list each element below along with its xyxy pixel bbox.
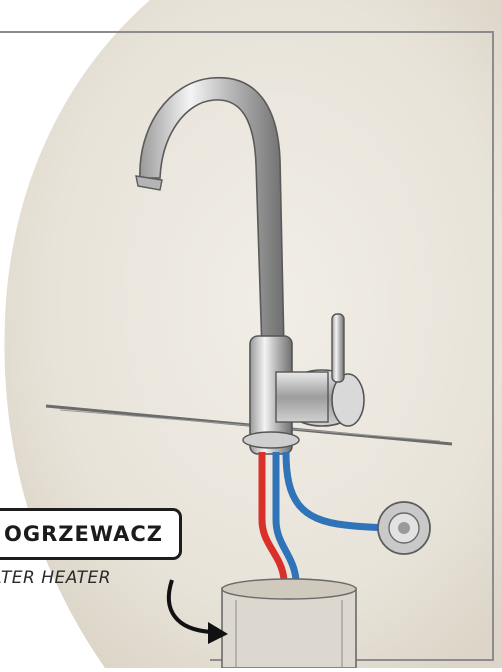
- water-heater-illustration: [222, 579, 356, 668]
- heater-label-english: ATER HEATER: [0, 568, 111, 588]
- valve-knob-icon: [378, 502, 430, 554]
- heater-label: OGRZEWACZ: [4, 522, 163, 546]
- heater-label-box: OGRZEWACZ: [0, 508, 182, 560]
